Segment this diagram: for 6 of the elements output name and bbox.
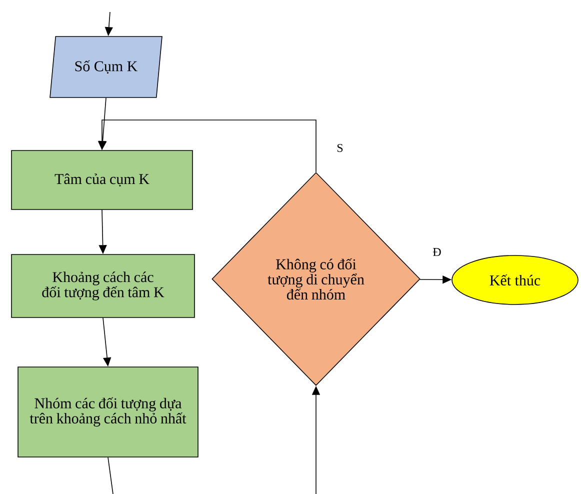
edge-label: S bbox=[336, 142, 344, 154]
process-box: Tâm của cụm K bbox=[11, 150, 193, 210]
process-box: Khoảng cách các đối tượng đến tâm K bbox=[11, 254, 195, 318]
process-box: Nhóm các đối tượng dựa trên khoảng cách nhỏ nhất bbox=[18, 366, 198, 458]
input-parallelogram: Số Cụm K bbox=[50, 36, 162, 98]
edge-label: Đ bbox=[432, 247, 442, 257]
